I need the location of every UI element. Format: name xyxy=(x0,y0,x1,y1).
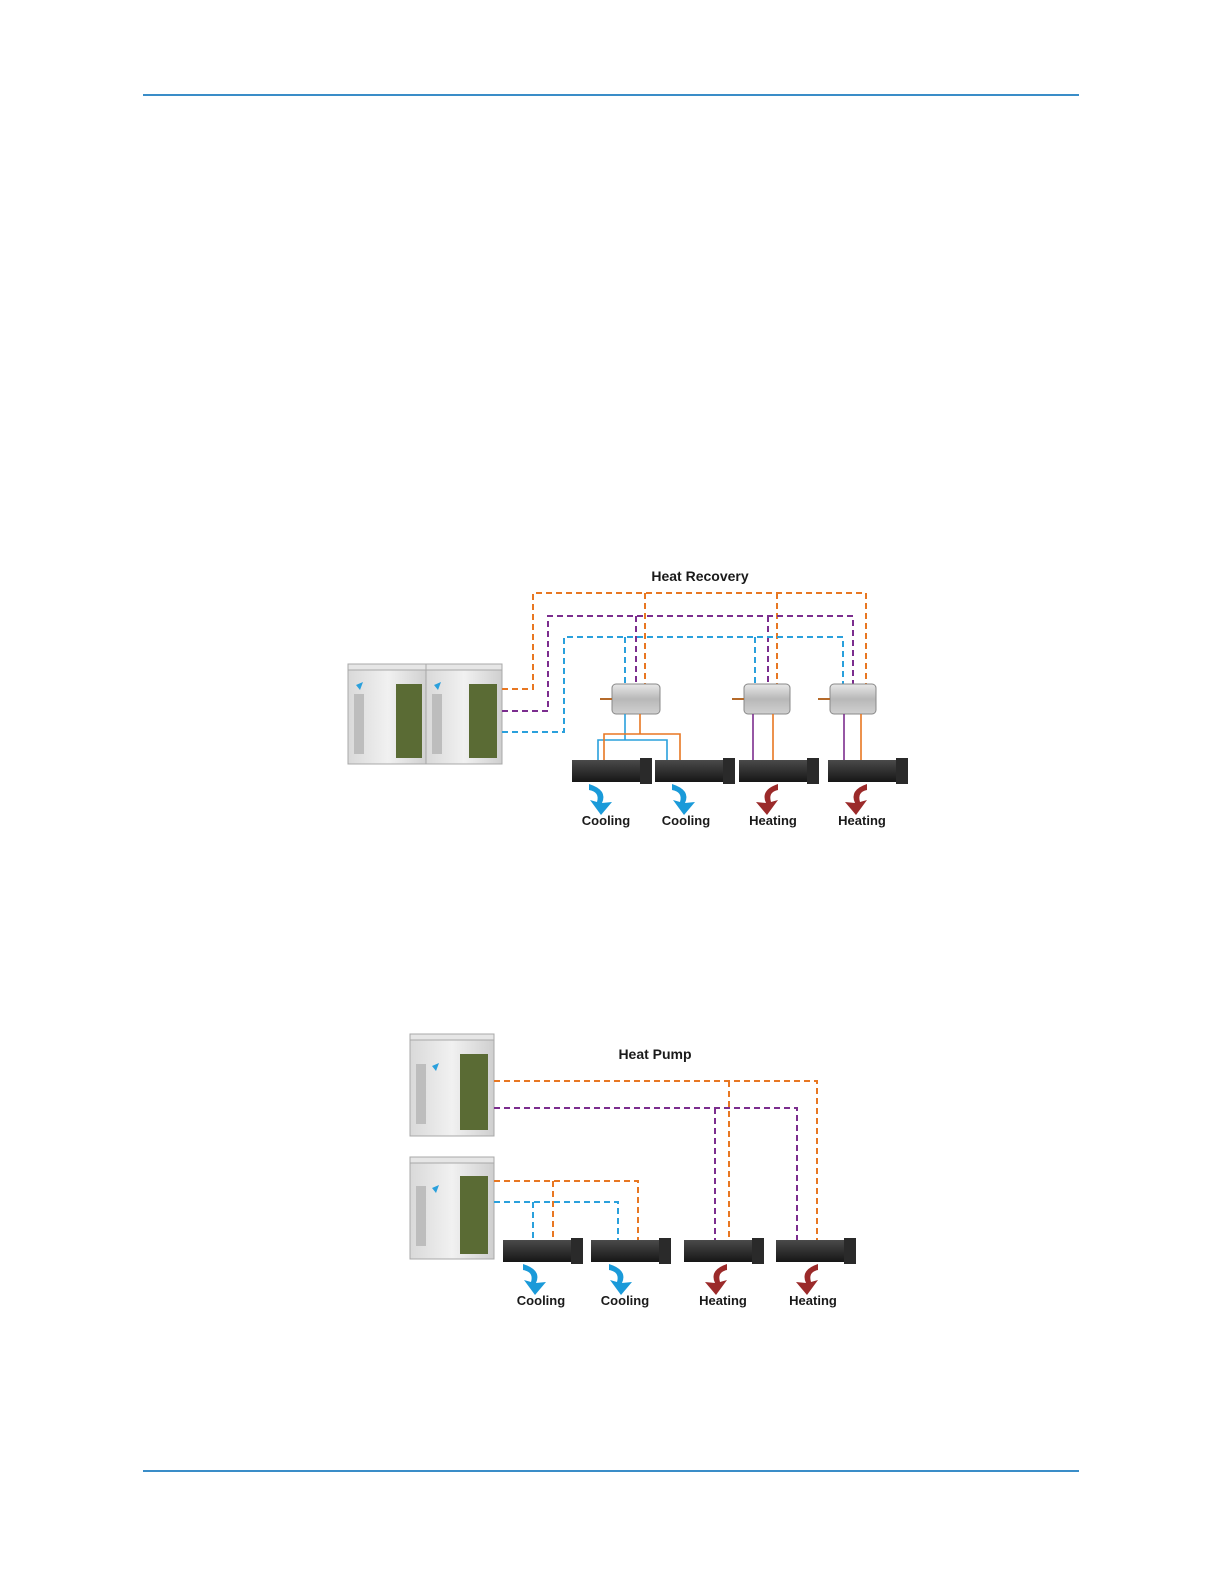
indoor-unit-mode-label: Cooling xyxy=(517,1293,565,1308)
indoor-unit-mode-label: Cooling xyxy=(601,1293,649,1308)
liquid-line xyxy=(494,1181,638,1240)
outdoor-unit xyxy=(348,664,428,764)
indoor-unit xyxy=(572,758,652,784)
outdoor-unit xyxy=(410,1034,494,1136)
cooling-arrow-icon xyxy=(589,784,612,815)
branch-selector-box xyxy=(600,684,660,714)
indoor-unit xyxy=(828,758,908,784)
gas-line xyxy=(502,616,853,711)
indoor-unit-mode-label: Heating xyxy=(838,813,886,828)
indoor-unit-mode-label: Heating xyxy=(749,813,797,828)
heating-arrow-icon xyxy=(756,784,778,815)
gas-line xyxy=(494,1108,797,1240)
indoor-unit-mode-label: Cooling xyxy=(662,813,710,828)
indoor-unit-mode-label: Cooling xyxy=(582,813,630,828)
branch-selector-box xyxy=(818,684,876,714)
cooling-pipe xyxy=(604,714,680,762)
cooling-arrow-icon xyxy=(609,1264,632,1295)
outdoor-unit xyxy=(426,664,502,764)
heat-recovery-diagram: Heat Recovery xyxy=(348,568,908,828)
liquid-line xyxy=(502,593,866,689)
branch-selector-box xyxy=(732,684,790,714)
heating-arrow-icon xyxy=(845,784,867,815)
indoor-unit xyxy=(655,758,735,784)
cooling-arrow-icon xyxy=(523,1264,546,1295)
outdoor-unit xyxy=(410,1157,494,1259)
indoor-unit xyxy=(739,758,819,784)
suction-line xyxy=(494,1202,618,1240)
indoor-unit xyxy=(684,1238,764,1264)
indoor-unit xyxy=(776,1238,856,1264)
suction-line xyxy=(502,637,843,732)
heating-arrow-icon xyxy=(705,1264,727,1295)
heat-recovery-title: Heat Recovery xyxy=(651,568,748,584)
cooling-arrow-icon xyxy=(672,784,695,815)
indoor-unit-mode-label: Heating xyxy=(699,1293,747,1308)
heating-arrow-icon xyxy=(796,1264,818,1295)
cooling-pipe xyxy=(598,714,667,762)
indoor-unit xyxy=(503,1238,583,1264)
indoor-unit-mode-label: Heating xyxy=(789,1293,837,1308)
liquid-line xyxy=(494,1081,817,1240)
indoor-unit xyxy=(591,1238,671,1264)
heat-pump-title: Heat Pump xyxy=(618,1046,691,1062)
heat-pump-diagram: Heat Pump xyxy=(410,1034,856,1308)
